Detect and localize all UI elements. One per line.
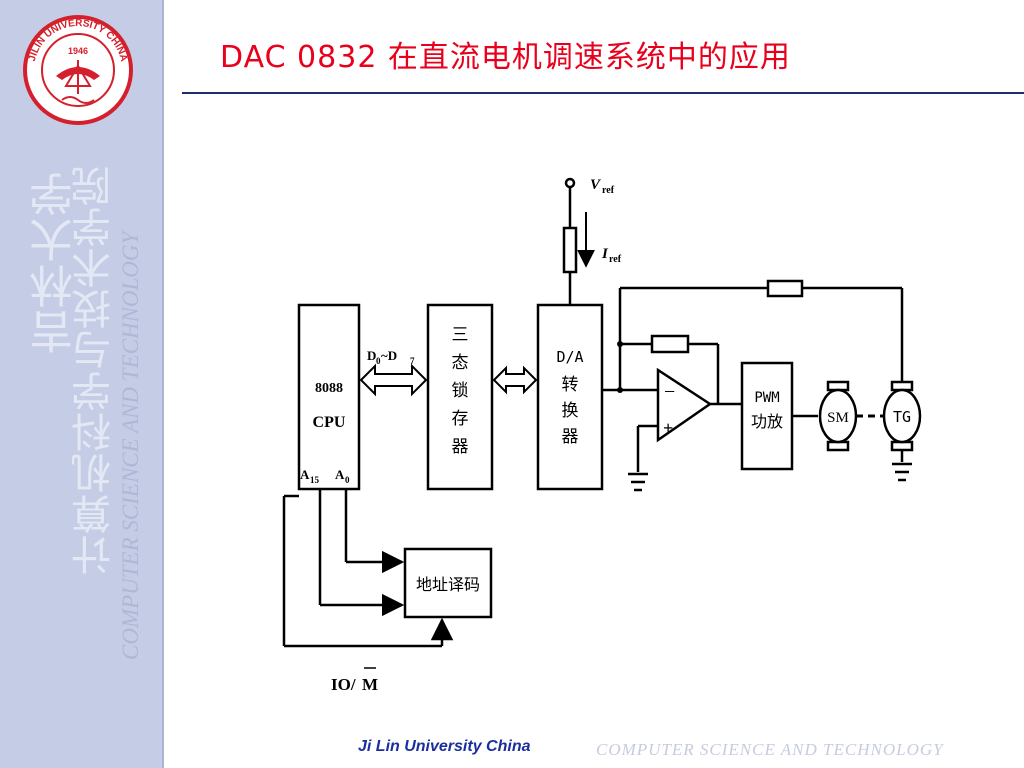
sidebar: JILIN UNIVERSITY CHINA 1946 吉林大学 计算机科学与技…: [0, 0, 164, 768]
bus-label-d0: D: [367, 348, 376, 363]
slide-title: DAC 0832 在直流电机调速系统中的应用: [220, 40, 791, 75]
address-decoder-block: [403, 547, 493, 619]
pwm-label: PWM: [754, 390, 779, 406]
a15-label: A: [300, 467, 310, 482]
cpu-label-8088: 8088: [315, 381, 343, 396]
tristate-latch-block: [426, 303, 494, 491]
sidebar-college-english: COMPUTER SCIENCE AND TECHNOLOGY: [118, 231, 143, 660]
sidebar-college-name: 计算机科学与技术学院: [72, 165, 118, 575]
latch-char-5: 器: [452, 437, 469, 457]
tg-feedback-resistor: [766, 279, 804, 298]
bus-label-d7: ~D: [381, 348, 397, 363]
footer-college: COMPUTER SCIENCE AND TECHNOLOGY: [596, 740, 944, 759]
vref-label: V: [590, 177, 602, 193]
iom-label: IO/: [331, 675, 356, 694]
dac-char-3: 器: [562, 427, 579, 447]
latch-char-2: 态: [452, 353, 469, 373]
cpu-block: [297, 303, 361, 491]
title-divider: [182, 92, 1024, 94]
latch-char-3: 锁: [452, 381, 469, 401]
dac-motor-control-diagram: V ref I ref 8088 CPU A 15 A 0 D 0 ~D 7 三…: [282, 177, 922, 694]
tg-label: TG: [893, 408, 911, 426]
iom-label-m: M: [362, 675, 378, 694]
logo-year: 1946: [68, 46, 88, 56]
bus-label-d0-subscript: 0: [376, 356, 381, 366]
decoder-label: 地址译码: [416, 575, 480, 594]
bus-label-d7-subscript: 7: [410, 356, 415, 366]
op-amp: [656, 367, 713, 443]
university-seal-logo: JILIN UNIVERSITY CHINA 1946: [23, 15, 133, 125]
dac-char-2: 换: [562, 401, 579, 421]
cpu-label: CPU: [313, 414, 346, 431]
a15-subscript: 15: [310, 475, 320, 485]
latch-char-4: 存: [452, 409, 469, 429]
data-bus-arrow-latch-dac: [492, 365, 538, 395]
dac-label: D/A: [556, 348, 583, 366]
latch-char-1: 三: [452, 325, 469, 345]
footer-university: Ji Lin University China: [358, 738, 531, 755]
opamp-plus-label: +: [663, 418, 673, 438]
iref-label: I: [601, 246, 609, 262]
feedback-resistor: [650, 334, 690, 354]
a0-subscript: 0: [345, 475, 350, 485]
iref-subscript: ref: [609, 254, 622, 265]
a0-label: A: [335, 467, 345, 482]
sm-label: SM: [827, 410, 849, 426]
pwm-label-cn: 功放: [751, 412, 783, 431]
iref-resistor: [562, 226, 578, 274]
vref-subscript: ref: [602, 185, 615, 196]
opamp-minus-label: −: [664, 381, 675, 403]
dac-char-1: 转: [562, 375, 579, 395]
dac-block: [536, 303, 604, 491]
data-bus-arrow-cpu-latch: [359, 363, 428, 397]
vref-terminal: [564, 177, 576, 189]
